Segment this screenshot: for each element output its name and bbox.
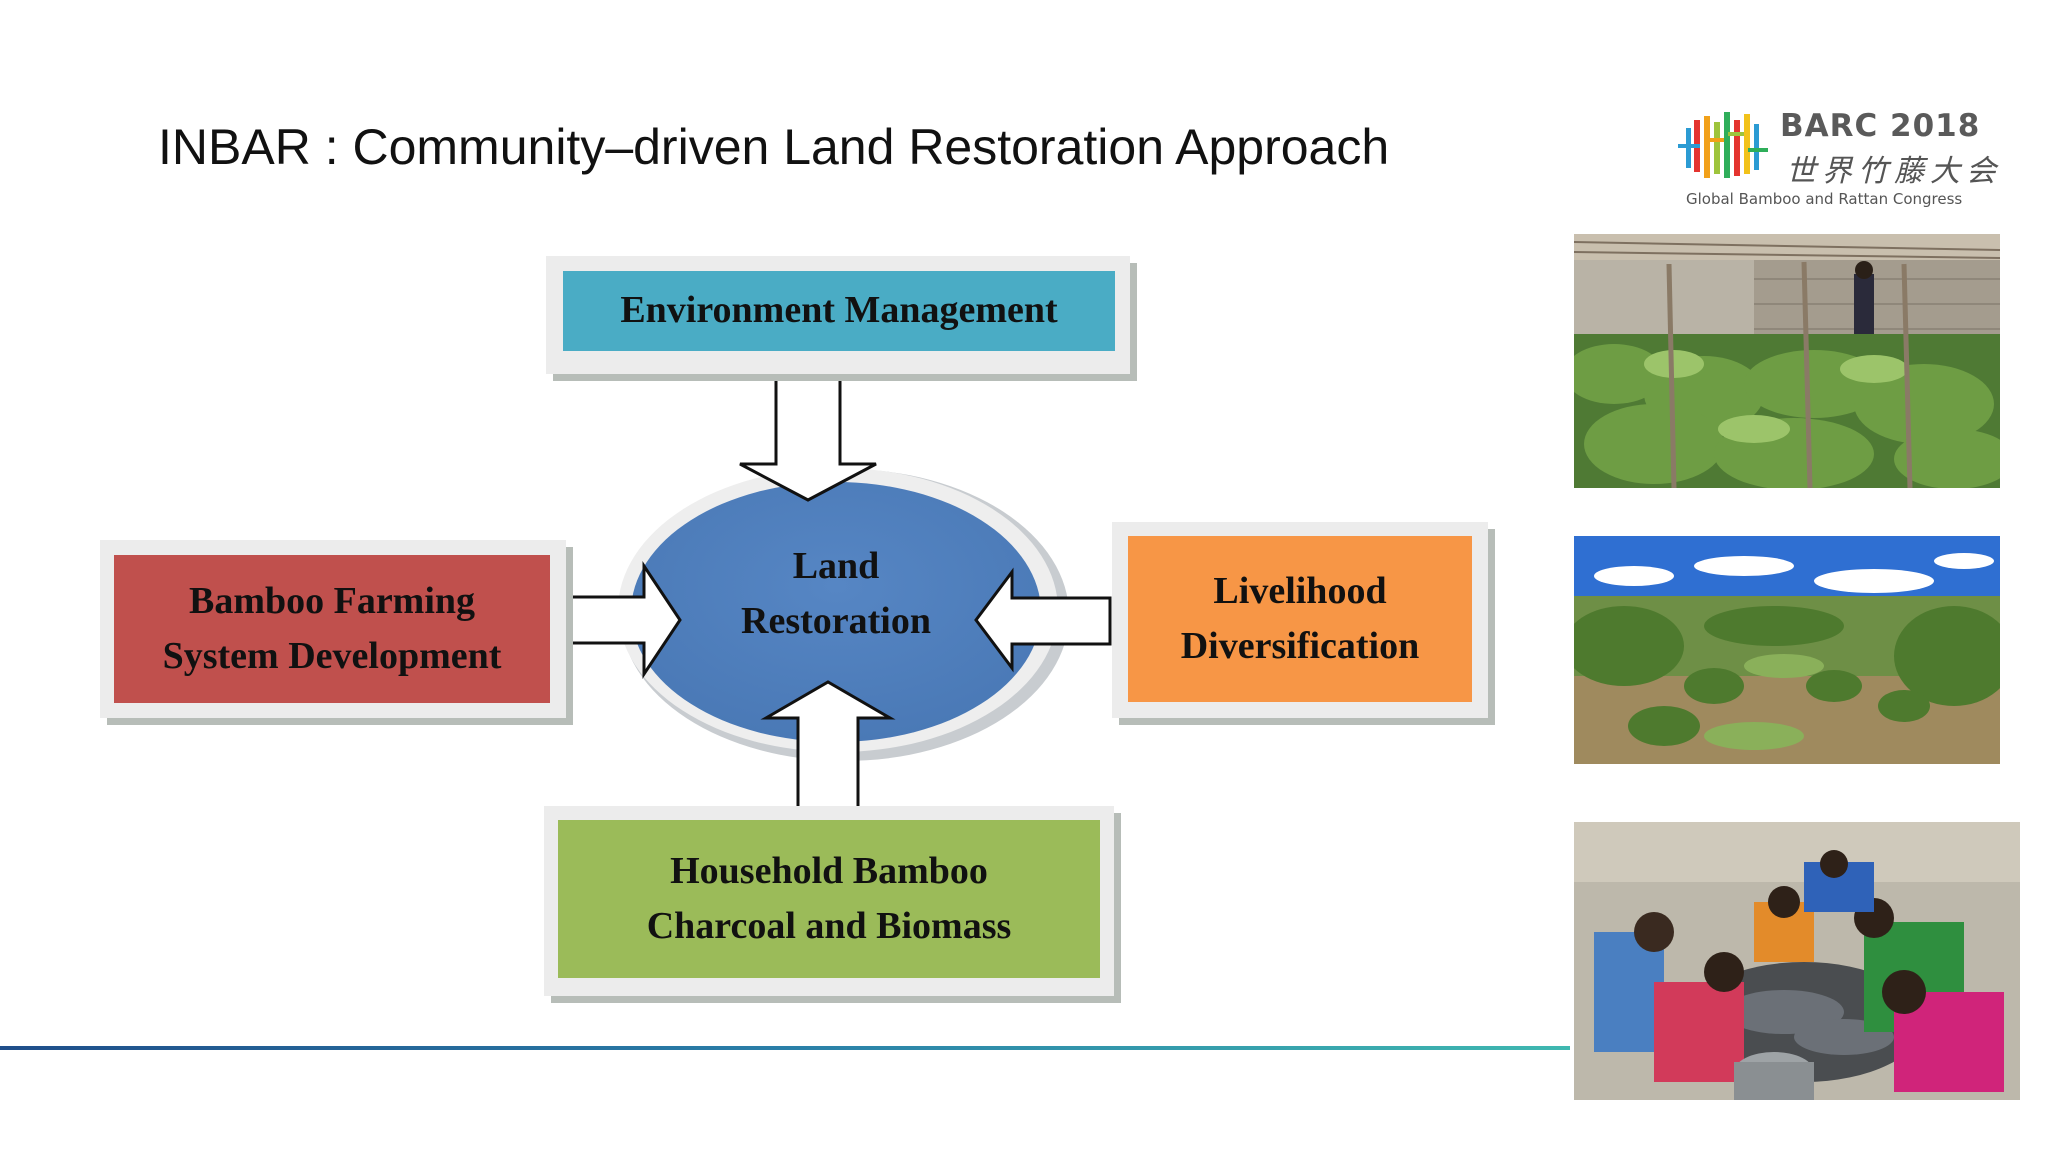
- arrow-up-icon: [760, 680, 896, 822]
- bamboo-farming-box: Bamboo Farming System Development: [114, 555, 550, 703]
- bamboo-bars-logo-icon: [1678, 112, 1768, 178]
- field-image: [1574, 536, 2000, 764]
- barc-logo: BARC 2018 世界竹藤大会 Global Bamboo and Ratta…: [1668, 100, 1996, 212]
- environment-management-box: Environment Management: [563, 271, 1115, 351]
- household-bamboo-box: Household Bamboo Charcoal and Biomass: [558, 820, 1100, 978]
- bamboo-nursery-photo: [1574, 234, 2000, 488]
- household-line1: Household Bamboo: [670, 849, 988, 892]
- footer-divider: [0, 1046, 1570, 1050]
- household-line2: Charcoal and Biomass: [646, 905, 1012, 947]
- center-label: Land Restoration: [700, 534, 972, 654]
- workers-image: [1574, 822, 2020, 1100]
- bamboo-farming-line1: Bamboo Farming: [188, 579, 476, 622]
- center-label-line2: Restoration: [741, 600, 931, 642]
- livelihood-diversification-box: Livelihood Diversification: [1128, 536, 1472, 702]
- livelihood-line2: Diversification: [1180, 625, 1420, 667]
- center-ellipse: [631, 482, 1041, 742]
- arrow-left-icon: [974, 567, 1112, 673]
- logo-chinese-name: 世界竹藤大会: [1786, 154, 2002, 189]
- logo-name: BARC 2018: [1780, 108, 1981, 144]
- bamboo-field-photo: [1574, 536, 2000, 764]
- nursery-image: [1574, 234, 2000, 488]
- bamboo-farming-line2: System Development: [162, 635, 502, 677]
- slide-title: INBAR : Community–driven Land Restoratio…: [158, 119, 1390, 175]
- charcoal-workers-photo: [1574, 822, 2020, 1100]
- environment-management-label: Environment Management: [620, 289, 1058, 332]
- livelihood-line1: Livelihood: [1213, 569, 1387, 612]
- logo-subtitle: Global Bamboo and Rattan Congress: [1686, 190, 1963, 208]
- center-label-line1: Land: [792, 544, 880, 587]
